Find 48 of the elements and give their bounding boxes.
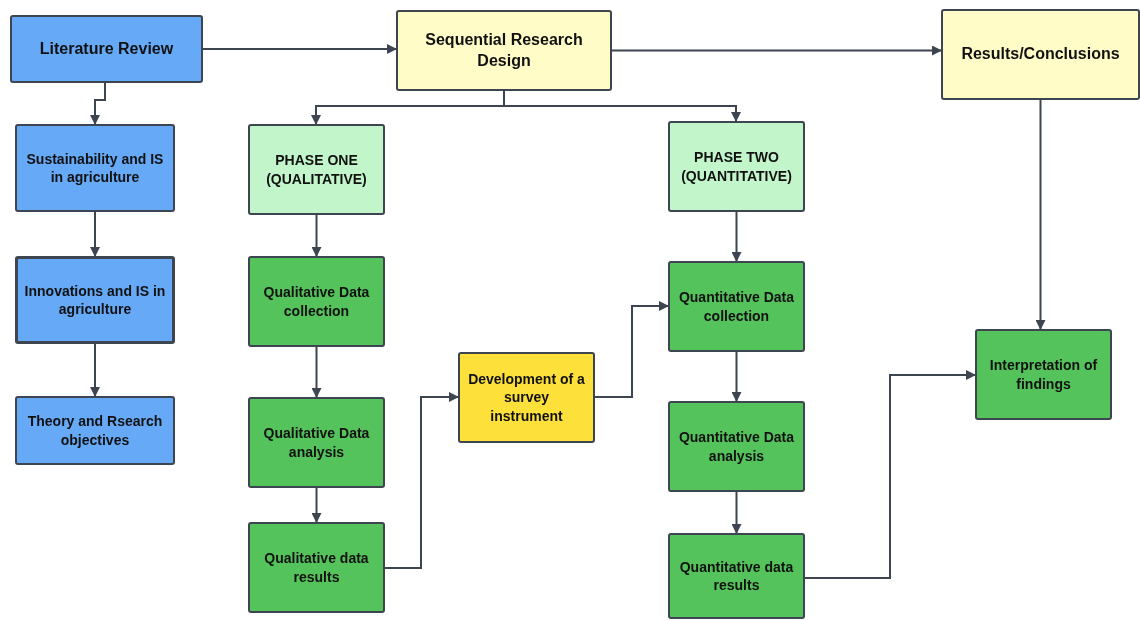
arrow <box>311 214 322 257</box>
process-box <box>668 533 805 619</box>
arrow <box>611 45 942 56</box>
process-box <box>668 401 805 492</box>
process-box <box>248 522 385 613</box>
arrow <box>202 44 397 54</box>
box-label: Qualitative Data analysis <box>262 424 371 461</box>
process-box <box>941 9 1140 100</box>
process-box <box>668 261 805 352</box>
box-label: Results/Conclusions <box>961 44 1120 65</box>
arrow <box>90 343 100 397</box>
arrow <box>804 370 976 579</box>
box-label: PHASE TWO (QUANTITATIVE) <box>680 148 793 185</box>
arrow <box>90 82 106 125</box>
phase-box <box>668 121 805 212</box>
arrow <box>311 346 322 398</box>
process-box <box>10 15 203 83</box>
arrow <box>731 211 742 262</box>
box-label: Qualitative Data collection <box>262 283 371 320</box>
box-label: Quantitative Data collection <box>677 288 796 325</box>
process-box <box>975 329 1112 420</box>
phase-box <box>248 124 385 215</box>
arrow <box>594 301 669 398</box>
process-box <box>458 352 595 443</box>
box-label: Innovations and IS in agriculture <box>24 281 166 319</box>
arrow <box>1035 99 1046 330</box>
arrow <box>503 90 741 122</box>
box-label: Qualitative data results <box>263 549 370 586</box>
box-label: Theory and Rsearch objectives <box>26 412 164 449</box>
arrow <box>90 211 100 257</box>
box-label: Quantitative Data analysis <box>677 428 796 465</box>
box-label: Quantitative data results <box>678 557 795 595</box>
process-box <box>15 396 175 465</box>
box-label: Literature Review <box>39 38 174 59</box>
process-box <box>248 397 385 488</box>
box-label: Interpretation of findings <box>988 356 1099 393</box>
arrow <box>311 487 322 523</box>
arrow <box>384 392 459 569</box>
process-box <box>15 124 175 212</box>
arrow <box>731 351 742 402</box>
arrow <box>731 491 742 534</box>
process-box <box>248 256 385 347</box>
process-box <box>15 256 175 344</box>
box-label: Sequential Research Design <box>424 29 584 71</box>
box-label: PHASE ONE (QUALITATIVE) <box>265 151 368 188</box>
process-box <box>396 10 612 91</box>
box-label: Sustainability and IS in agriculture <box>25 149 165 187</box>
box-label: Development of a survey instrument <box>467 370 586 425</box>
